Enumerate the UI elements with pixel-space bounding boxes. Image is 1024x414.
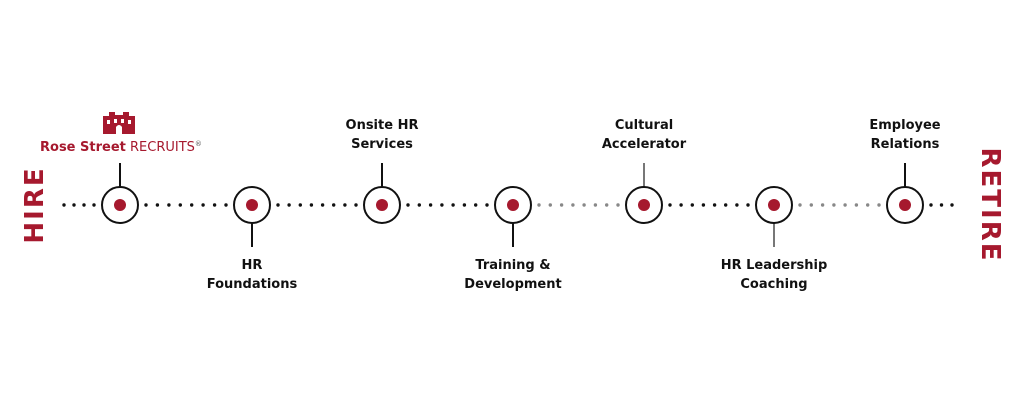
- timeline-dot: [178, 203, 182, 207]
- timeline-dot: [798, 203, 802, 207]
- retire-label: RETIRE: [975, 147, 1005, 263]
- node-center-brand: [114, 199, 126, 211]
- timeline-dot: [735, 203, 739, 207]
- node-center-cultural-accelerator: [638, 199, 650, 211]
- timeline-dot: [428, 203, 433, 207]
- timeline-dot: [605, 203, 609, 207]
- node-center-employee-relations: [899, 199, 911, 211]
- timeline-dot: [939, 203, 944, 207]
- timeline-dot: [866, 203, 870, 207]
- timeline-dot: [62, 203, 66, 207]
- node-center-onsite-hr-services: [376, 199, 388, 211]
- timeline-dot: [298, 203, 302, 207]
- timeline-dot: [144, 203, 148, 207]
- timeline-dot: [354, 203, 358, 207]
- timeline-dot: [155, 203, 160, 207]
- brand-name-light: RECRUITS: [130, 140, 195, 155]
- timeline-dot: [72, 203, 76, 207]
- timeline-dot: [571, 203, 575, 207]
- timeline-dot: [746, 203, 750, 207]
- timeline-dot: [451, 203, 455, 207]
- timeline-dot: [212, 203, 217, 207]
- timeline-dot: [417, 203, 421, 207]
- timeline-dot: [537, 203, 541, 207]
- timeline-dot: [485, 203, 489, 207]
- timeline-dot: [854, 203, 859, 207]
- timeline-dot: [548, 203, 552, 207]
- registered-mark: ®: [194, 140, 202, 148]
- node-label-training-development: Training & Development: [464, 258, 562, 292]
- timeline-dot: [877, 203, 881, 207]
- timeline-dot: [843, 203, 847, 207]
- node-label-onsite-hr-services: Onsite HR Services: [345, 118, 419, 152]
- node-center-training-development: [507, 199, 519, 211]
- node-label-hr-foundations: HR Foundations: [206, 258, 298, 292]
- timeline-dot: [224, 203, 228, 207]
- timeline-dot: [474, 203, 478, 207]
- node-center-hr-foundations: [246, 199, 258, 211]
- timeline-dot: [668, 203, 672, 207]
- timeline-dot: [832, 203, 836, 207]
- timeline-dot: [559, 203, 564, 207]
- node-label-hr-leadership-coaching: HR Leadership Coaching: [720, 258, 828, 292]
- timeline-dot: [320, 203, 325, 207]
- timeline-dot: [679, 203, 683, 207]
- timeline-dot: [406, 203, 410, 207]
- building-icon: [103, 112, 135, 134]
- timeline-dot: [167, 203, 171, 207]
- timeline-dot: [809, 203, 813, 207]
- hire-label: HIRE: [20, 166, 50, 244]
- timeline-dot: [343, 203, 347, 207]
- timeline-dot: [724, 203, 728, 207]
- timeline-dot: [582, 203, 586, 207]
- timeline-dot: [690, 203, 694, 207]
- timeline-dot: [462, 203, 467, 207]
- brand-logo: Rose Street RECRUITS®: [40, 140, 202, 155]
- timeline-dot: [92, 203, 96, 207]
- node-label-cultural-accelerator: Cultural Accelerator: [601, 118, 687, 152]
- timeline-dot: [593, 203, 598, 207]
- timeline-dot: [309, 203, 314, 207]
- timeline-dot: [440, 203, 444, 207]
- timeline-dot: [332, 203, 336, 207]
- timeline-dot: [276, 203, 280, 207]
- timeline-dot: [616, 203, 620, 207]
- timeline-dot: [201, 203, 205, 207]
- timeline-dot: [287, 203, 291, 207]
- timeline-dot: [712, 203, 717, 207]
- node-center-hr-leadership-coaching: [768, 199, 780, 211]
- timeline-dot: [820, 203, 825, 207]
- timeline-dot: [929, 203, 933, 207]
- timeline-dot: [950, 203, 954, 207]
- timeline-dot: [701, 203, 706, 207]
- timeline-dot: [82, 203, 86, 207]
- timeline-dot: [190, 203, 194, 207]
- brand-name-bold: Rose Street: [40, 140, 126, 155]
- node-label-employee-relations: Employee Relations: [869, 118, 941, 152]
